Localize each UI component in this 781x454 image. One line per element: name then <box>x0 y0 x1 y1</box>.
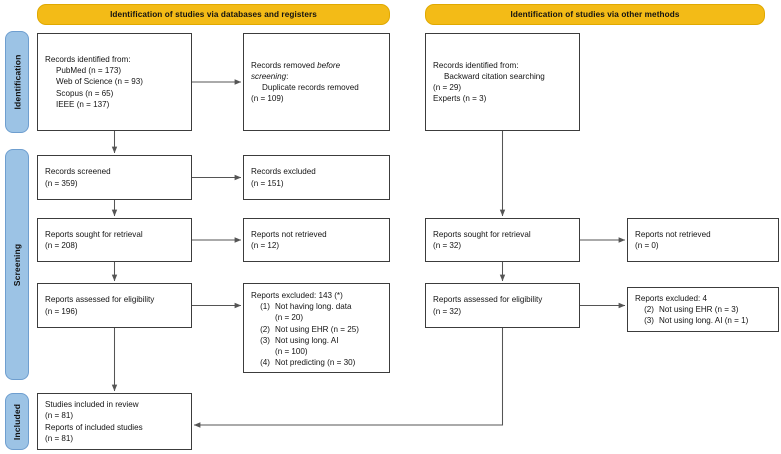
box-records-identified-databases: Records identified from: PubMed (n = 173… <box>37 33 192 131</box>
list-item: (2) Not using EHR (n = 25) <box>251 324 382 335</box>
box-reports-not-retrieved: Reports not retrieved (n = 12) <box>243 218 390 262</box>
reports-sought-count: (n = 208) <box>45 241 78 250</box>
records-excluded-count: (n = 151) <box>251 178 284 188</box>
other-reports-assessed-count: (n = 32) <box>433 306 462 316</box>
studies-included-label: Studies included in review <box>45 400 139 410</box>
records-removed-before-emphasis: before <box>317 60 341 70</box>
records-identified-ieee: IEEE (n = 137) <box>56 99 110 109</box>
box-other-reports-not-retrieved: Reports not retrieved (n = 0) <box>627 218 779 262</box>
other-reports-excluded-heading: Reports excluded: 4 <box>635 293 707 303</box>
reason-text: Not using long. AI <box>275 335 339 345</box>
reason-number: (4) <box>260 358 270 368</box>
header-other-methods: Identification of studies via other meth… <box>425 4 765 25</box>
reports-included-count: (n = 81) <box>45 433 74 443</box>
box-reports-excluded-detailed: Reports excluded: 143 (*) (1) Not having… <box>243 283 390 373</box>
list-item: (3) Not using long. AI (n = 1) <box>635 315 771 326</box>
reason-text: Not using long. AI (n = 1) <box>659 316 749 326</box>
reason-number: (2) <box>260 324 270 334</box>
studies-included-count: (n = 81) <box>45 411 74 421</box>
box-studies-included-in-review: Studies included in review (n = 81) Repo… <box>37 393 192 450</box>
box-reports-assessed-eligibility: Reports assessed for eligibility (n = 19… <box>37 283 192 328</box>
other-reports-sought-label: Reports sought for retrieval <box>433 229 531 239</box>
reason-text: Not using EHR (n = 25) <box>275 324 359 334</box>
list-item: (4) Not predicting (n = 30) <box>251 357 382 368</box>
other-identified-line1: Records identified from: <box>433 60 519 70</box>
records-screened-label: Records screened <box>45 167 111 177</box>
phase-label-identification: Identification <box>12 54 22 110</box>
reports-sought-label: Reports sought for retrieval <box>45 229 143 239</box>
reports-not-retrieved-count: (n = 12) <box>251 241 280 250</box>
header-databases-registers: Identification of studies via databases … <box>37 4 390 25</box>
box-records-removed-before-screening: Records removed before screening: Duplic… <box>243 33 390 131</box>
records-removed-line1-text: Records removed <box>251 60 318 70</box>
box-records-screened: Records screened (n = 359) <box>37 155 192 200</box>
reason-count: (n = 20) <box>275 313 304 323</box>
box-records-identified-other-methods: Records identified from: Backward citati… <box>425 33 580 131</box>
reason-count: (n = 100) <box>275 347 308 357</box>
other-identified-backward-count: (n = 29) <box>433 83 462 92</box>
reports-excluded-reason-list: (1) Not having long. data (n = 20) (2) N… <box>251 301 382 368</box>
list-item: (2) Not using EHR (n = 3) <box>635 304 771 315</box>
records-removed-screening-emphasis: screening <box>251 71 287 81</box>
list-item: (3) Not using long. AI (n = 100) <box>251 335 382 357</box>
reason-text: Not predicting (n = 30) <box>275 358 356 368</box>
box-other-reports-excluded: Reports excluded: 4 (2) Not using EHR (n… <box>627 287 779 332</box>
other-identified-backward-citation: Backward citation searching <box>444 71 545 81</box>
records-removed-colon: : <box>286 71 289 81</box>
box-other-reports-assessed-eligibility: Reports assessed for eligibility (n = 32… <box>425 283 580 328</box>
wire-other-assessed-to-included <box>193 328 504 428</box>
box-reports-sought-retrieval: Reports sought for retrieval (n = 208) <box>37 218 192 262</box>
phase-label-included: Included <box>12 403 23 440</box>
phase-pill-identification: Identification <box>5 31 29 133</box>
reports-included-label: Reports of included studies <box>45 422 143 432</box>
box-records-excluded: Records excluded (n = 151) <box>243 155 390 200</box>
records-identified-line1: Records identified from: <box>45 54 131 64</box>
other-reports-sought-count: (n = 32) <box>433 241 462 250</box>
reason-number: (1) <box>260 302 270 312</box>
other-reports-not-retrieved-label: Reports not retrieved <box>635 229 711 239</box>
records-identified-pubmed: PubMed (n = 173) <box>56 66 122 76</box>
records-removed-duplicates: Duplicate records removed <box>262 83 359 92</box>
other-reports-assessed-label: Reports assessed for eligibility <box>433 295 543 305</box>
reason-number: (3) <box>644 316 654 326</box>
list-item: (1) Not having long. data (n = 20) <box>251 301 382 323</box>
records-identified-scopus: Scopus (n = 65) <box>56 88 114 98</box>
reason-text: Not having long. data <box>275 302 352 312</box>
other-reports-excluded-reason-list: (2) Not using EHR (n = 3) (3) Not using … <box>635 304 771 326</box>
box-other-reports-sought-retrieval: Reports sought for retrieval (n = 32) <box>425 218 580 262</box>
reason-number: (2) <box>644 304 654 314</box>
reports-assessed-count: (n = 196) <box>45 306 78 316</box>
reports-excluded-heading: Reports excluded: 143 (*) <box>251 291 343 300</box>
reports-assessed-label: Reports assessed for eligibility <box>45 295 155 305</box>
records-identified-web-of-science: Web of Science (n = 93) <box>56 77 143 87</box>
other-identified-experts: Experts (n = 3) <box>433 94 487 104</box>
phase-pill-included: Included <box>5 393 29 450</box>
other-reports-not-retrieved-count: (n = 0) <box>635 241 659 250</box>
records-removed-line1: Records removed before <box>251 60 382 71</box>
records-excluded-label: Records excluded <box>251 167 316 177</box>
reason-number: (3) <box>260 335 270 345</box>
reports-not-retrieved-label: Reports not retrieved <box>251 229 327 239</box>
records-removed-count: (n = 109) <box>251 94 284 104</box>
records-removed-line2: screening: <box>251 71 382 82</box>
phase-label-screening: Screening <box>12 243 23 286</box>
reason-text: Not using EHR (n = 3) <box>659 304 739 314</box>
records-screened-count: (n = 359) <box>45 178 78 188</box>
phase-pill-screening: Screening <box>5 149 29 380</box>
